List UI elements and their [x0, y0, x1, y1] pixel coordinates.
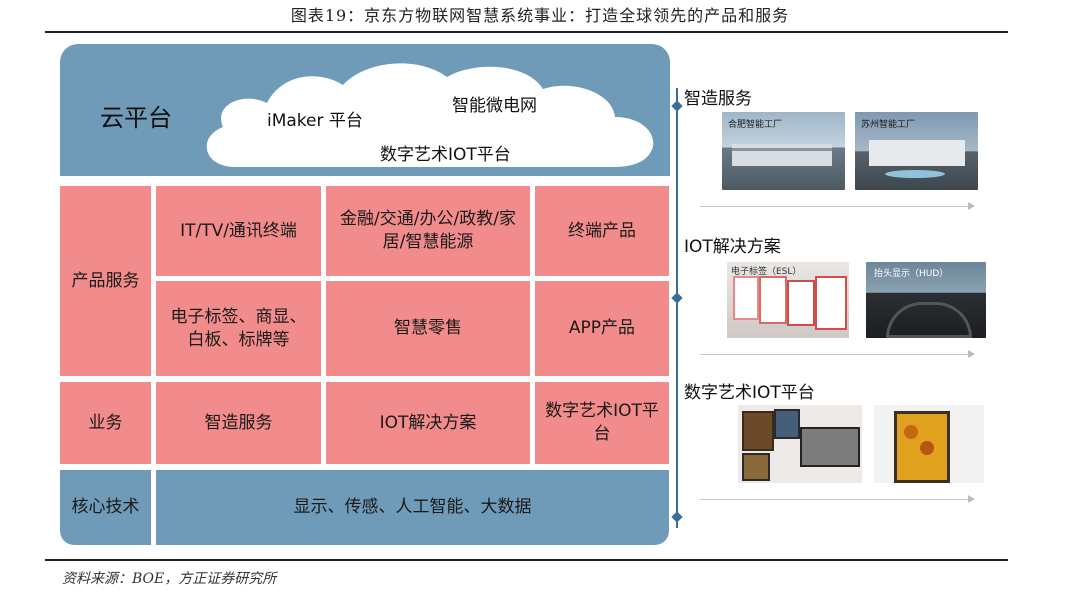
arrow-line: [700, 354, 968, 355]
arrow-head-icon: [968, 350, 975, 358]
arrow-line: [700, 499, 968, 500]
arrow-head-icon: [968, 495, 975, 503]
business-cell-smart-manufacturing: 智造服务: [156, 382, 321, 464]
suzhou-factory-photo: 苏州智能工厂: [855, 112, 978, 190]
business-cell-iot-solutions: IOT解决方案: [326, 382, 530, 464]
row-label-core-tech: 核心技术: [60, 470, 151, 545]
section-title-iot-solutions: IOT解决方案: [684, 237, 781, 257]
sunflower-frame-photo: [874, 405, 984, 483]
product-cell-app: APP产品: [535, 281, 669, 376]
source-note: 资料来源：BOE，方正证券研究所: [62, 571, 277, 587]
cloud-icon: [206, 63, 654, 167]
product-cell-terminal-products: 终端产品: [535, 186, 669, 276]
top-rule: [45, 31, 1008, 33]
cloud-item-imaker: iMaker 平台: [267, 111, 363, 131]
section-title-digital-art: 数字艺术IOT平台: [684, 383, 815, 403]
hefei-factory-photo: 合肥智能工厂: [722, 112, 845, 190]
esl-photo: 电子标签（ESL）: [727, 262, 849, 338]
cloud-item-microgrid: 智能微电网: [452, 96, 537, 116]
connector-node: [671, 292, 683, 304]
core-tech-cell: 显示、传感、人工智能、大数据: [156, 470, 669, 545]
connector-line: [676, 88, 678, 528]
figure-caption: 图表19：京东方物联网智慧系统事业：打造全球领先的产品和服务: [290, 6, 790, 25]
gallery-wall-photo: [738, 405, 862, 483]
row-label-business: 业务: [60, 382, 151, 464]
cloud-item-digital-art: 数字艺术IOT平台: [380, 145, 511, 165]
product-cell-industries: 金融/交通/办公/政教/家居/智慧能源: [326, 186, 530, 276]
product-cell-smart-retail: 智慧零售: [326, 281, 530, 376]
hud-photo: 抬头显示（HUD）: [866, 262, 986, 338]
photo-label: 电子标签（ESL）: [731, 267, 802, 277]
arrow-head-icon: [968, 202, 975, 210]
section-title-smart-manufacturing: 智造服务: [684, 89, 752, 109]
product-cell-esl-signage: 电子标签、商显、白板、标牌等: [156, 281, 321, 376]
connector-node: [671, 511, 683, 523]
row-label-product-service: 产品服务: [60, 186, 151, 376]
photo-label: 抬头显示（HUD）: [874, 269, 949, 279]
cloud-platform-title: 云平台: [100, 104, 172, 132]
photo-label: 苏州智能工厂: [861, 120, 916, 130]
bottom-rule: [45, 559, 1008, 561]
arrow-line: [700, 206, 968, 207]
connector-node: [671, 100, 683, 112]
business-cell-digital-art: 数字艺术IOT平台: [535, 382, 669, 464]
product-cell-terminals: IT/TV/通讯终端: [156, 186, 321, 276]
photo-label: 合肥智能工厂: [728, 120, 783, 130]
